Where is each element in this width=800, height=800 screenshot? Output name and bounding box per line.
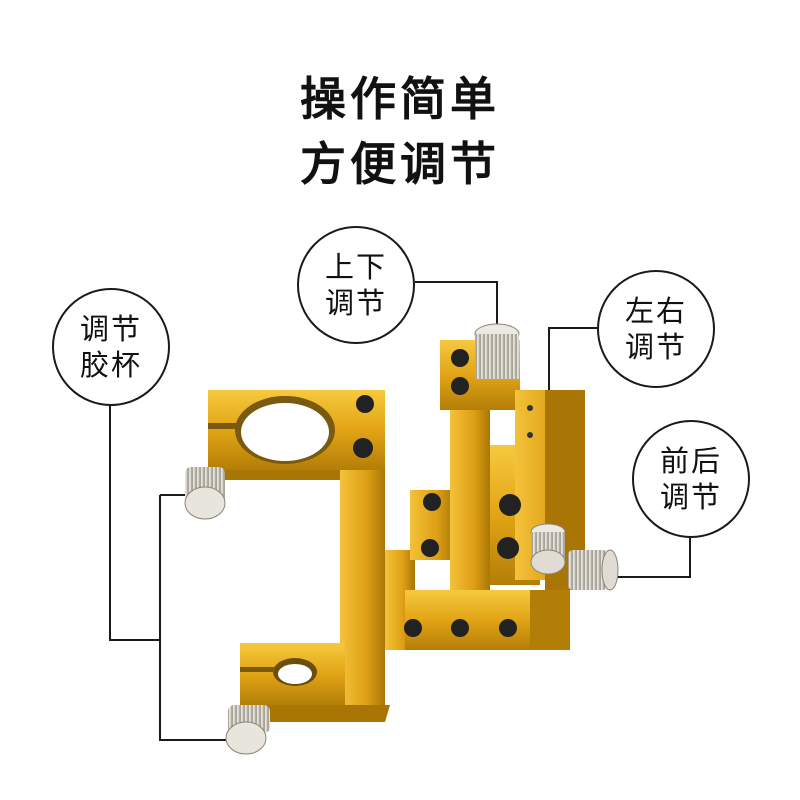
lower-clamp-plate	[240, 643, 390, 722]
callout-depth-line-2: 调节	[659, 480, 722, 514]
headline-line-1: 操作简单	[300, 72, 500, 126]
vertical-column	[340, 470, 385, 705]
knob-depth	[568, 549, 619, 591]
callout-cup-line-1: 调节	[79, 311, 142, 346]
callout-lateral-adjust: 左右 调节	[597, 270, 715, 388]
callout-vertical-adjust: 上下 调节	[297, 226, 415, 344]
adjustment-stage	[385, 340, 585, 650]
callout-cup-line-2: 胶杯	[79, 348, 142, 382]
knob-cup-upper	[184, 467, 226, 520]
knob-cup-lower	[225, 705, 270, 755]
callout-lateral-line-1: 左右	[624, 293, 687, 328]
callout-cup-adjust: 调节 胶杯	[52, 288, 170, 406]
upper-clamp-plate	[208, 390, 385, 480]
callout-vertical-line-2: 调节	[324, 286, 387, 320]
callout-lateral-line-2: 调节	[624, 330, 687, 364]
knob-lateral	[530, 523, 566, 575]
knob-vertical	[474, 323, 520, 379]
callout-vertical-line-1: 上下	[324, 249, 387, 284]
headline-line-2: 方便调节	[300, 137, 500, 191]
callout-depth-line-1: 前后	[659, 443, 722, 478]
callout-depth-adjust: 前后 调节	[632, 420, 750, 538]
